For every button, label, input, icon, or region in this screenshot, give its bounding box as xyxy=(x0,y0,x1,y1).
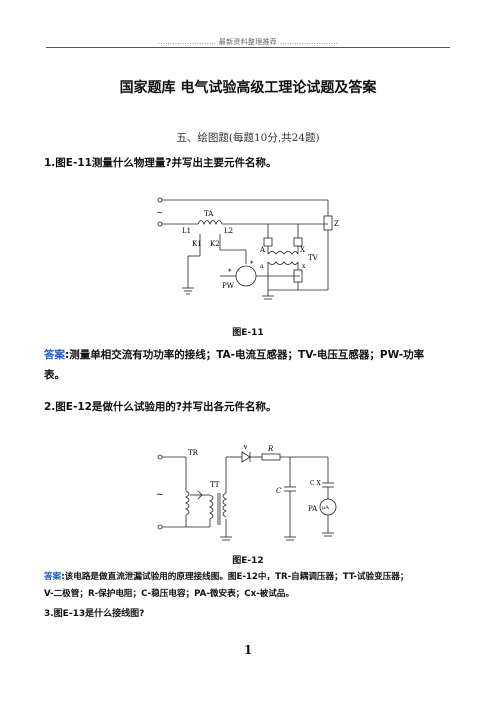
section-heading: 五、绘图题(每题10分,共24题) xyxy=(176,132,320,144)
figure-e11: ~ TA L1 L2 K1 K2 A X a x TV Z PW * * xyxy=(156,197,339,300)
answer-2-line-1: :该电路是做直流泄漏试验用的原理接线图。图E-12中，TR-自耦调压器；TT-试… xyxy=(61,572,409,582)
fig11-z-label: Z xyxy=(334,220,339,228)
question-2: 2.图E-12是做什么试验用的?并写出各元件名称。 xyxy=(44,401,277,413)
fig11-pw-label: PW xyxy=(222,282,235,290)
fig11-k1-label: K1 xyxy=(192,240,202,248)
figure-e12-caption: 图E-12 xyxy=(232,556,264,566)
fig12-pa-label: PA xyxy=(308,505,318,513)
figure-e12: ~ TR TT V R C C X PA μA xyxy=(156,445,337,541)
fig11-ta-label: TA xyxy=(204,210,214,218)
fig11-tilde: ~ xyxy=(156,208,163,217)
answer-2-label: 答案 xyxy=(44,572,62,582)
fig11-l1-label: L1 xyxy=(182,227,191,235)
fig12-r-label: R xyxy=(267,445,274,453)
answer-2-line-2: V-二极管；R-保护电阻；C-稳压电容；PA-微安表；Cx-被试品。 xyxy=(44,589,295,599)
page-header: …………………… 最新资料整理推荐 …………………… xyxy=(157,38,339,46)
answer-2: 答案:该电路是做直流泄漏试验用的原理接线图。图E-12中，TR-自耦调压器；TT… xyxy=(44,569,458,603)
fig11-tv-label: TV xyxy=(308,254,319,262)
fig11-star-2: * xyxy=(228,268,232,276)
fig11-x-small-label: x xyxy=(302,263,306,270)
fig11-x-label: X xyxy=(300,246,305,254)
fig12-tr-label: TR xyxy=(188,449,199,457)
answer-1: 答案:测量单相交流有功功率的接线；TA-电流互感器；TV-电压互感器；PW-功率… xyxy=(44,345,456,385)
question-3: 3.图E-13是什么接线图? xyxy=(44,609,145,619)
fig11-l2-label: L2 xyxy=(224,227,233,235)
answer-1-label: 答案 xyxy=(44,349,65,361)
fig11-k2-label: K2 xyxy=(210,240,220,248)
fig11-a-small-label: a xyxy=(260,263,264,270)
document-title: 国家题库 电气试验高级工理论试题及答案 xyxy=(119,80,377,96)
fig12-tt-label: TT xyxy=(210,481,220,489)
fig12-v-label: V xyxy=(242,445,249,451)
fig12-tilde: ~ xyxy=(156,490,164,500)
answer-1-line-2: 表。 xyxy=(44,369,65,381)
fig11-a-label: A xyxy=(259,246,266,254)
header-divider xyxy=(46,47,450,48)
question-1: 1.图E-11测量什么物理量?并写出主要元件名称。 xyxy=(44,157,277,169)
page-number: 1 xyxy=(243,643,253,657)
answer-1-line-1: :测量单相交流有功功率的接线；TA-电流互感器；TV-电压互感器；PW-功率 xyxy=(65,349,425,361)
figure-e11-caption: 图E-11 xyxy=(232,328,264,338)
fig12-c-label: C xyxy=(276,487,282,495)
fig11-star-1: * xyxy=(250,260,254,268)
fig12-ua-label: μA xyxy=(322,505,329,511)
fig12-cx-label: C X xyxy=(310,480,321,487)
